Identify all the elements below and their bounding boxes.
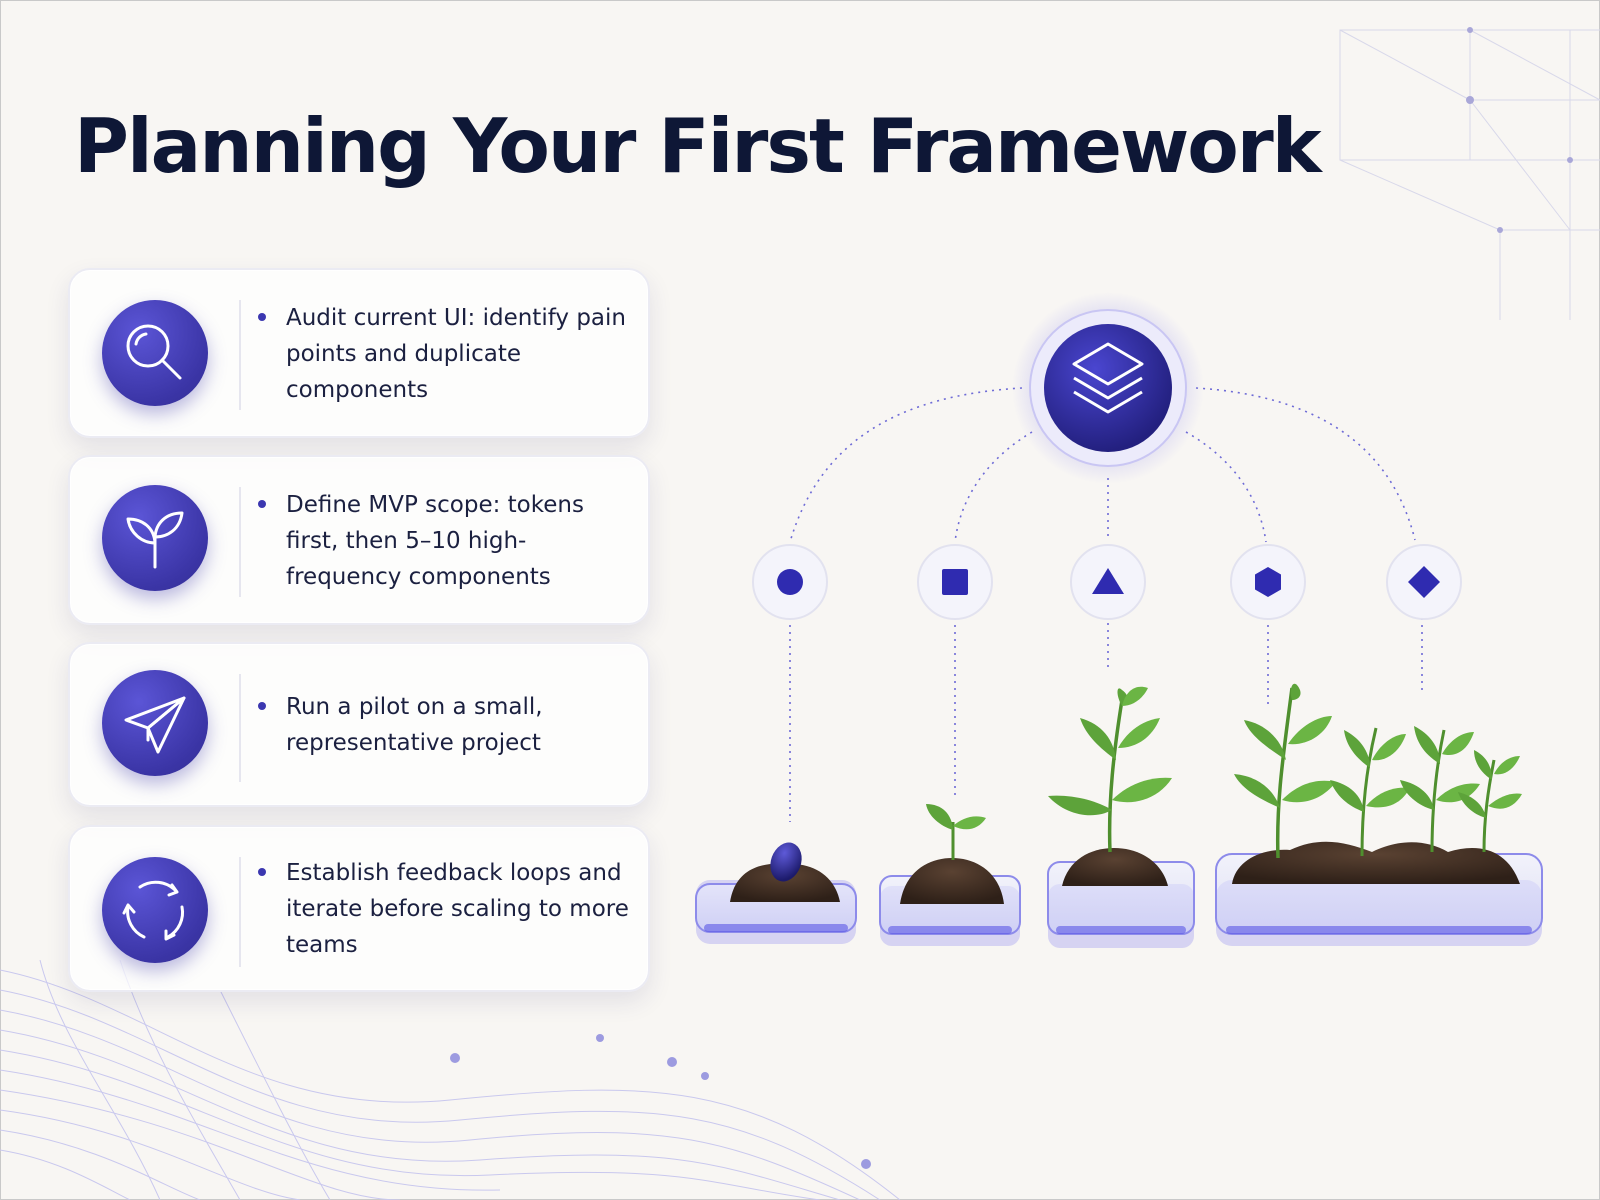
- step-text-feedback: Establish feedback loops and iterate bef…: [258, 855, 636, 963]
- step-label: Audit current UI: identify pain points a…: [286, 305, 626, 403]
- step-card-feedback: Establish feedback loops and iterate bef…: [68, 825, 650, 992]
- layers-hub: [1012, 292, 1204, 484]
- card-divider: [239, 487, 241, 597]
- refresh-cycle-icon: [102, 857, 208, 963]
- node-diamond: [1386, 544, 1462, 620]
- step-text-define-mvp: Define MVP scope: tokens first, then 5–1…: [258, 487, 636, 595]
- wave-lines-decoration: [0, 960, 900, 1200]
- step-card-audit: Audit current UI: identify pain points a…: [68, 268, 650, 438]
- triangle-icon: [1092, 568, 1124, 594]
- step-text-pilot: Run a pilot on a small, representative p…: [258, 689, 636, 761]
- node-triangle: [1070, 544, 1146, 620]
- grown-plant-2: [1330, 727, 1410, 857]
- node-circle: [752, 544, 828, 620]
- tray-young-plant: [1047, 686, 1195, 948]
- card-divider: [239, 674, 241, 782]
- step-text-audit: Audit current UI: identify pain points a…: [258, 300, 636, 408]
- connector-lines: [789, 387, 1423, 822]
- grown-plant-3: [1400, 726, 1480, 853]
- paper-plane-icon: [102, 670, 208, 776]
- card-divider: [239, 300, 241, 410]
- step-label: Run a pilot on a small, representative p…: [286, 694, 543, 756]
- layers-icon: [1072, 342, 1144, 414]
- card-divider: [239, 857, 241, 967]
- network-mesh-decoration: [1339, 27, 1600, 320]
- young-plant: [1048, 686, 1172, 853]
- step-label: Define MVP scope: tokens first, then 5–1…: [286, 492, 584, 590]
- bullet-dot: [258, 500, 266, 508]
- node-hexagon: [1230, 544, 1306, 620]
- grown-plant-4: [1458, 750, 1522, 853]
- diamond-icon: [1408, 566, 1440, 598]
- node-badges: [752, 544, 1462, 620]
- node-square: [917, 544, 993, 620]
- sprout: [926, 804, 986, 860]
- tray-grown-plants: [1215, 683, 1543, 946]
- sprout-icon: [102, 485, 208, 591]
- page-title: Planning Your First Framework: [74, 102, 1322, 190]
- seed: [770, 842, 802, 882]
- bullet-dot: [258, 313, 266, 321]
- bullet-dot: [258, 868, 266, 876]
- search-icon: [102, 300, 208, 406]
- step-label: Establish feedback loops and iterate bef…: [286, 860, 629, 958]
- hexagon-icon: [1255, 567, 1281, 597]
- square-icon: [942, 569, 968, 595]
- step-card-define-mvp: Define MVP scope: tokens first, then 5–1…: [68, 455, 650, 625]
- tray-seed: [695, 842, 857, 944]
- grown-plant-1: [1234, 683, 1336, 859]
- circle-icon: [777, 569, 803, 595]
- step-card-pilot: Run a pilot on a small, representative p…: [68, 642, 650, 807]
- bullet-dot: [258, 702, 266, 710]
- tray-sprout: [879, 804, 1021, 946]
